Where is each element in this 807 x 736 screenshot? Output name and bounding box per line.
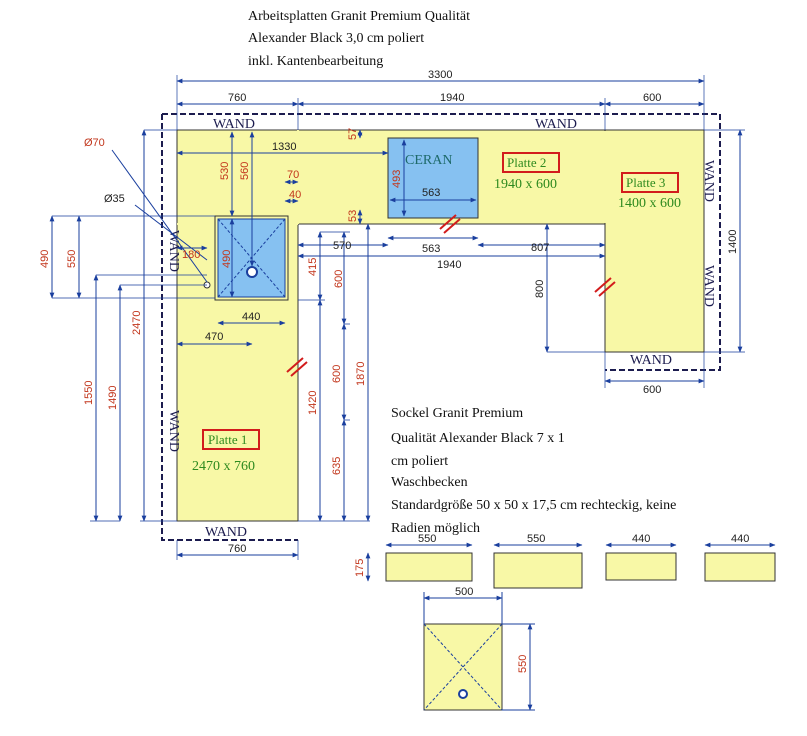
dim-415: 415 bbox=[307, 258, 319, 276]
dim-sink-w: 440 bbox=[242, 311, 260, 323]
sink-drain-icon bbox=[246, 266, 258, 278]
plate-1-label-box bbox=[202, 429, 260, 450]
wall-label-top-left: WAND bbox=[213, 117, 255, 132]
wall-outline bbox=[161, 113, 721, 541]
dim-sockel-440a: 440 bbox=[632, 533, 650, 545]
dim-ceran-h: 493 bbox=[391, 170, 403, 188]
extension-lines bbox=[52, 75, 745, 560]
wall-label-left-2: WAND bbox=[166, 410, 181, 452]
dim-sink-detail-500: 500 bbox=[455, 586, 473, 598]
sink-detail-drain-icon bbox=[458, 689, 468, 699]
dim-2470: 2470 bbox=[131, 311, 143, 335]
dim-490-left: 490 bbox=[39, 250, 51, 268]
sockel-piece-3 bbox=[605, 552, 677, 581]
joint-mark-plate-1 bbox=[286, 357, 308, 377]
dim-807: 807 bbox=[531, 242, 549, 254]
sockel-note-1: Sockel Granit Premium bbox=[391, 406, 523, 421]
dim-top-600: 600 bbox=[643, 92, 661, 104]
plate-1-size: 2470 x 760 bbox=[192, 459, 255, 474]
cooktop-label: CERAN bbox=[405, 153, 452, 168]
plate-3-size: 1400 x 600 bbox=[618, 196, 681, 211]
header-line-2: Alexander Black 3,0 cm poliert bbox=[248, 31, 424, 46]
dim-470: 470 bbox=[205, 331, 223, 343]
sockel-piece-2 bbox=[493, 552, 583, 589]
dim-sockel-550b: 550 bbox=[527, 533, 545, 545]
dim-600-plate3: 600 bbox=[643, 384, 661, 396]
dim-sockel-550a: 550 bbox=[418, 533, 436, 545]
dim-top-760: 760 bbox=[228, 92, 246, 104]
hole-35-label: Ø35 bbox=[104, 193, 125, 205]
dim-bottom-760: 760 bbox=[228, 543, 246, 555]
dim-57: 57 bbox=[347, 128, 359, 140]
dim-sockel-175: 175 bbox=[354, 559, 366, 577]
dim-ceran-w: 563 bbox=[422, 187, 440, 199]
sink-detail-diagonals bbox=[423, 623, 503, 711]
dim-800: 800 bbox=[534, 280, 546, 298]
sink-note-2: Standardgröße 50 x 50 x 17,5 cm rechteck… bbox=[391, 498, 676, 513]
header-line-1: Arbeitsplatten Granit Premium Qualität bbox=[248, 9, 470, 24]
dim-600-v: 600 bbox=[333, 270, 345, 288]
dim-1490: 1490 bbox=[107, 386, 119, 410]
sink-note-1: Waschbecken bbox=[391, 475, 468, 490]
dim-1420: 1420 bbox=[307, 391, 319, 415]
sink-detail-extensions bbox=[423, 592, 535, 711]
wall-label-bottom-plate1: WAND bbox=[205, 525, 247, 540]
joint-mark-plate-3 bbox=[594, 277, 616, 297]
plate-2-label-box bbox=[502, 152, 560, 173]
plate-2-label: Platte 2 bbox=[507, 155, 546, 170]
dim-1940-mid: 1940 bbox=[437, 259, 461, 271]
sockel-piece-4 bbox=[704, 552, 776, 582]
wall-label-right-1: WAND bbox=[701, 160, 716, 202]
dim-sockel-440b: 440 bbox=[731, 533, 749, 545]
dim-3300: 3300 bbox=[428, 69, 452, 81]
dim-180: 180 bbox=[182, 249, 200, 261]
plate-1-label: Platte 1 bbox=[208, 432, 247, 447]
plate-3-label-box bbox=[621, 172, 679, 193]
dim-560: 560 bbox=[239, 162, 251, 180]
dim-40: 40 bbox=[289, 189, 301, 201]
sink-note-3: Radien möglich bbox=[391, 521, 480, 536]
wall-label-bottom-plate3: WAND bbox=[630, 353, 672, 368]
wall-label-top-right: WAND bbox=[535, 117, 577, 132]
dim-70: 70 bbox=[287, 169, 299, 181]
dim-sink-h: 490 bbox=[221, 250, 233, 268]
dim-1550: 1550 bbox=[83, 381, 95, 405]
sockel-piece-1 bbox=[385, 552, 473, 582]
dim-1330: 1330 bbox=[272, 141, 296, 153]
joint-mark-plate-2 bbox=[439, 214, 461, 234]
dim-570: 570 bbox=[333, 240, 351, 252]
wall-label-right-2: WAND bbox=[701, 265, 716, 307]
header-line-3: inkl. Kantenbearbeitung bbox=[248, 54, 383, 69]
dim-1400: 1400 bbox=[727, 230, 739, 254]
dim-635: 635 bbox=[331, 457, 343, 475]
sockel-note-3: cm poliert bbox=[391, 454, 448, 469]
plate-2-size: 1940 x 600 bbox=[494, 177, 557, 192]
dim-600-b: 600 bbox=[331, 365, 343, 383]
dim-top-1940: 1940 bbox=[440, 92, 464, 104]
dim-530: 530 bbox=[219, 162, 231, 180]
dim-1870: 1870 bbox=[355, 362, 367, 386]
dim-ceran-w2: 563 bbox=[422, 243, 440, 255]
hole-70-label: Ø70 bbox=[84, 137, 105, 149]
plate-3-shape bbox=[604, 129, 705, 353]
dim-sink-detail-550: 550 bbox=[517, 655, 529, 673]
sockel-note-2: Qualität Alexander Black 7 x 1 bbox=[391, 431, 565, 446]
plate-3-label: Platte 3 bbox=[626, 175, 665, 190]
dim-550-left: 550 bbox=[66, 250, 78, 268]
dim-53: 53 bbox=[347, 210, 359, 222]
hole35-leader bbox=[134, 204, 208, 261]
